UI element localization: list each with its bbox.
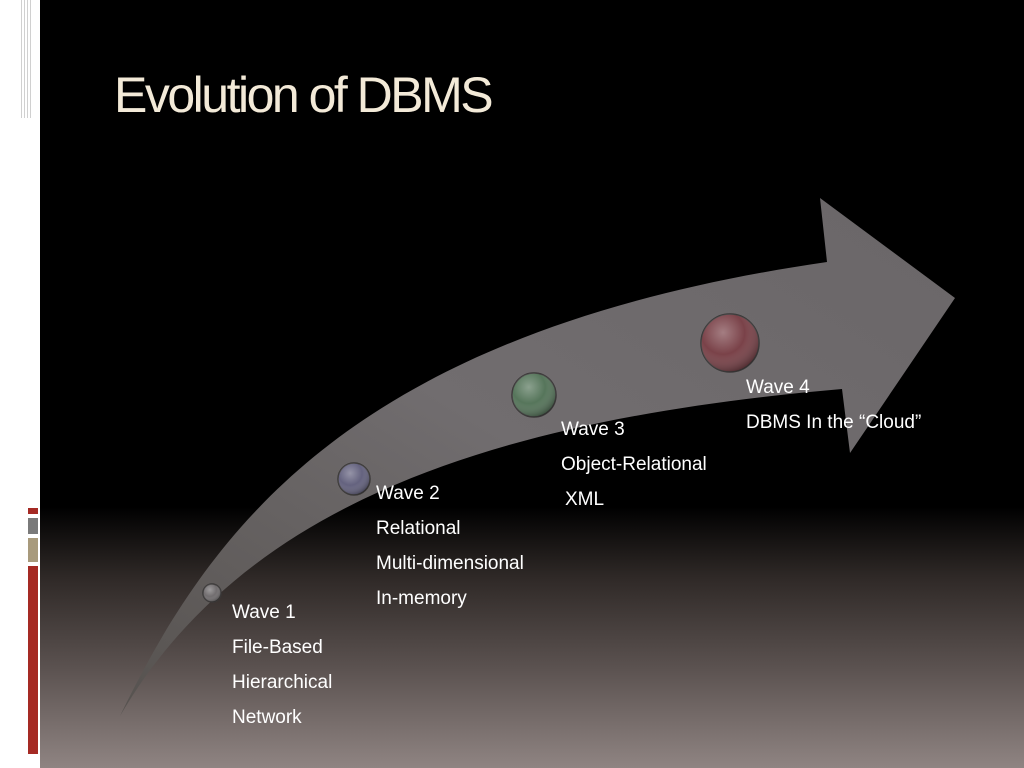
wave-1-text: Wave 1 File-Based Hierarchical Network: [232, 595, 332, 735]
wave-4-marker-shade: [701, 314, 759, 372]
wave-1-item-file-based: File-Based: [232, 637, 323, 658]
wave-3-item-object-relational: Object-Relational: [561, 454, 707, 475]
wave-markers: [202, 313, 760, 603]
accent-block-gray: [28, 518, 38, 534]
wave-4-heading: Wave 4: [746, 377, 810, 398]
accent-block-red-top: [28, 508, 38, 514]
accent-block-red-bottom: [28, 566, 38, 754]
evolution-arrow-diagram: [120, 198, 955, 716]
accent-block-tan: [28, 538, 38, 562]
wave-2-heading: Wave 2: [376, 483, 440, 504]
slide-title: Evolution of DBMS: [114, 67, 494, 123]
accent-stripes: [21, 0, 31, 118]
accent-blocks: [28, 508, 38, 758]
slide: Evolution of DBMS Wave: [40, 0, 1024, 768]
wave-3-marker-shade: [512, 373, 556, 417]
wave-2-item-relational: Relational: [376, 518, 461, 539]
wave-2-text: Wave 2 Relational Multi-dimensional In-m…: [376, 476, 524, 616]
wave-3-text: Wave 3 Object-Relational XML: [561, 412, 707, 517]
left-margin: [0, 0, 40, 768]
wave-1-marker-shade: [203, 584, 221, 602]
wave-3-heading: Wave 3: [561, 419, 625, 440]
wave-1-item-network: Network: [232, 707, 302, 728]
wave-1-item-hierarchical: Hierarchical: [232, 672, 333, 693]
wave-4-text: Wave 4 DBMS In the “Cloud”: [746, 370, 921, 440]
wave-2-item-in-memory: In-memory: [376, 588, 467, 609]
wave-2-item-multi-dimensional: Multi-dimensional: [376, 553, 524, 574]
wave-3-item-xml: XML: [565, 489, 605, 510]
wave-2-marker-shade: [338, 463, 370, 495]
wave-4-item-cloud: DBMS In the “Cloud”: [746, 412, 922, 433]
wave-1-heading: Wave 1: [232, 602, 296, 623]
